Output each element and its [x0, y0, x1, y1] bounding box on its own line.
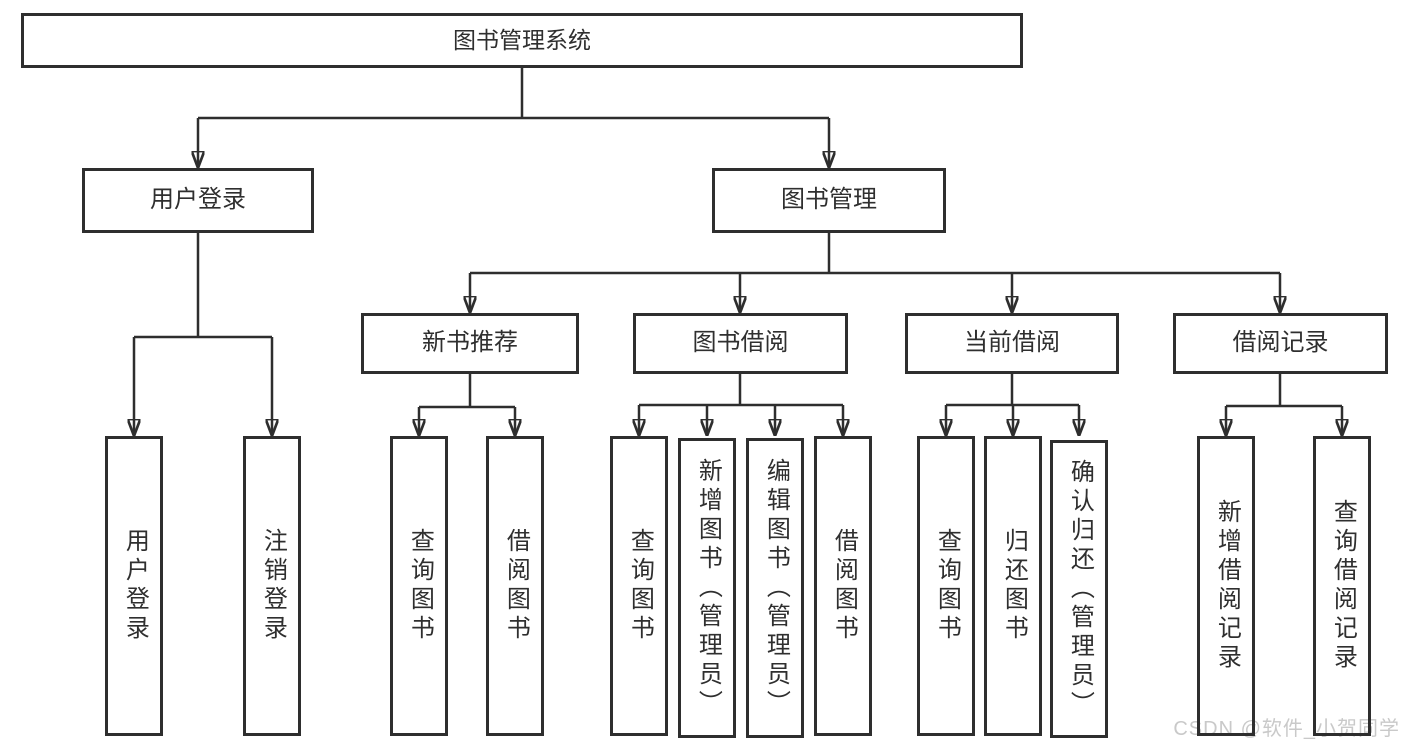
leaf-bb-add-books-admin: 新增图书（管理员） [678, 438, 736, 738]
leaf-cb-confirm-return-admin: 确认归还（管理员） [1050, 440, 1108, 738]
leaf-cb-query-books: 查询图书 [917, 436, 975, 736]
node-new-books: 新书推荐 [361, 313, 579, 374]
leaf-cb-return-books: 归还图书 [984, 436, 1042, 736]
leaf-bb-edit-books-admin: 编辑图书（管理员） [746, 438, 804, 738]
node-borrow-records: 借阅记录 [1173, 313, 1388, 374]
leaf-nb-query-books: 查询图书 [390, 436, 448, 736]
leaf-logout: 注销登录 [243, 436, 301, 736]
node-root: 图书管理系统 [21, 13, 1023, 68]
leaf-bb-query-books: 查询图书 [610, 436, 668, 736]
branch-trunks [134, 68, 1342, 409]
leaf-br-add-record: 新增借阅记录 [1197, 436, 1255, 736]
leaf-user-login: 用户登录 [105, 436, 163, 736]
leaf-bb-borrow-books: 借阅图书 [814, 436, 872, 736]
leaf-br-query-record: 查询借阅记录 [1313, 436, 1371, 736]
csdn-watermark: CSDN @软件_小贺同学 [1173, 718, 1400, 740]
node-user-login: 用户登录 [82, 168, 314, 233]
leaf-nb-borrow-books: 借阅图书 [486, 436, 544, 736]
node-book-management: 图书管理 [712, 168, 946, 233]
node-current-borrow: 当前借阅 [905, 313, 1119, 374]
node-book-borrow: 图书借阅 [633, 313, 848, 374]
